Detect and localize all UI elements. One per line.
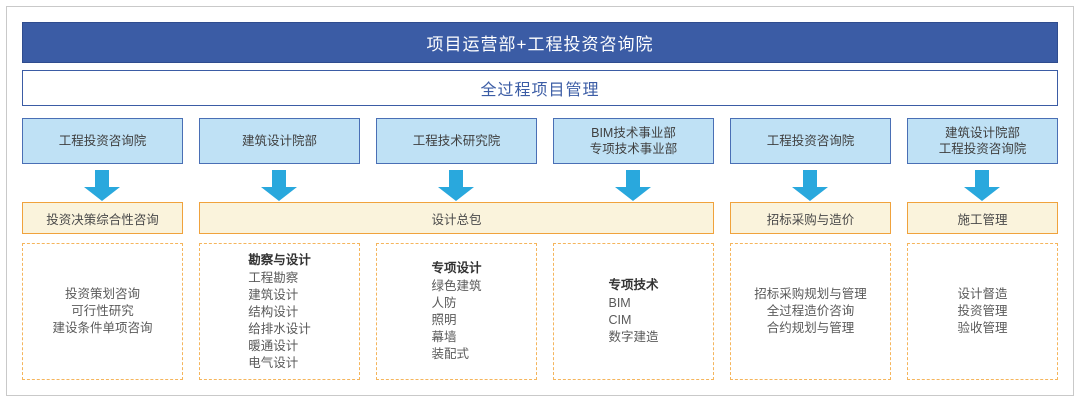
- arrow-down-icon-6: [962, 170, 1002, 202]
- arrow-down-icon-3: [436, 170, 476, 202]
- dept-box-2-line1: 建筑设计院部: [241, 134, 317, 148]
- detail-box-6-item-1: 设计督造: [957, 287, 1008, 301]
- phase-bar-procurement-cost[interactable]: 招标采购与造价: [730, 202, 891, 234]
- phase-bar-4-label: 施工管理: [957, 212, 1008, 227]
- arrow-down-icon-2: [259, 170, 299, 202]
- arrow-down-icon-5: [790, 170, 830, 202]
- detail-box-4-lines: 专项技术 BIM CIM 数字建造: [608, 277, 658, 346]
- phase-bar-3-label: 招标采购与造价: [766, 212, 855, 227]
- detail-box-3: 专项设计 绿色建筑 人防 照明 幕墙 装配式: [376, 243, 537, 380]
- detail-box-1: 投资策划咨询 可行性研究 建设条件单项咨询: [22, 243, 183, 380]
- detail-box-2: 勘察与设计 工程勘察 建筑设计 结构设计 给排水设计 暖通设计 电气设计: [199, 243, 360, 380]
- detail-box-2-item-2: 建筑设计: [248, 287, 299, 302]
- detail-box-4: 专项技术 BIM CIM 数字建造: [553, 243, 714, 380]
- phase-bar-design-general-contract[interactable]: 设计总包: [199, 202, 714, 234]
- detail-box-5-item-1: 招标采购规划与管理: [754, 287, 867, 301]
- detail-box-2-heading: 勘察与设计: [248, 252, 311, 267]
- detail-box-3-lines: 专项设计 绿色建筑 人防 照明 幕墙 装配式: [431, 260, 481, 363]
- dept-box-1[interactable]: 工程投资咨询院: [22, 118, 183, 164]
- detail-box-2-item-5: 暖通设计: [248, 338, 299, 353]
- detail-box-3-item-4: 幕墙: [431, 330, 457, 344]
- outer-frame: [6, 6, 1074, 396]
- detail-box-3-heading: 专项设计: [431, 261, 482, 275]
- dept-box-2[interactable]: 建筑设计院部: [199, 118, 360, 164]
- dept-box-4-line2: 专项技术事业部: [589, 142, 678, 156]
- chart-title-bar: 项目运营部+工程投资咨询院: [22, 22, 1058, 63]
- detail-box-5-item-3: 合约规划与管理: [766, 321, 855, 335]
- phase-bar-1-label: 投资决策综合性咨询: [46, 212, 159, 227]
- detail-box-2-lines: 勘察与设计 工程勘察 建筑设计 结构设计 给排水设计 暖通设计 电气设计: [248, 252, 311, 372]
- detail-box-2-item-3: 结构设计: [248, 304, 299, 319]
- chart-subtitle-bar: 全过程项目管理: [22, 70, 1058, 106]
- dept-box-6[interactable]: 建筑设计院部 工程投资咨询院: [907, 118, 1058, 164]
- detail-box-6-item-3: 验收管理: [957, 321, 1008, 335]
- arrow-down-icon-1: [82, 170, 122, 202]
- detail-box-3-item-2: 人防: [431, 296, 457, 310]
- detail-box-1-item-3: 建设条件单项咨询: [52, 321, 153, 335]
- detail-box-5: 招标采购规划与管理 全过程造价咨询 合约规划与管理: [730, 243, 891, 380]
- chart-subtitle-text: 全过程项目管理: [480, 82, 600, 99]
- detail-box-5-lines: 招标采购规划与管理 全过程造价咨询 合约规划与管理: [754, 286, 867, 337]
- detail-box-5-item-2: 全过程造价咨询: [766, 304, 855, 318]
- detail-box-6: 设计督造 投资管理 验收管理: [907, 243, 1058, 380]
- detail-box-2-item-1: 工程勘察: [248, 270, 299, 285]
- phase-bar-2-label: 设计总包: [431, 212, 482, 227]
- detail-box-1-item-1: 投资策划咨询: [64, 287, 140, 301]
- detail-box-2-item-4: 给排水设计: [248, 321, 311, 336]
- dept-box-4-line1: BIM技术事业部: [591, 126, 676, 140]
- detail-box-3-item-1: 绿色建筑: [431, 279, 482, 293]
- detail-box-3-item-5: 装配式: [431, 347, 469, 361]
- dept-box-6-line2: 工程投资咨询院: [938, 142, 1027, 156]
- detail-box-3-item-3: 照明: [431, 313, 457, 327]
- dept-box-6-line1: 建筑设计院部: [944, 126, 1020, 140]
- detail-box-6-lines: 设计督造 投资管理 验收管理: [957, 286, 1007, 337]
- phase-bar-construction-management[interactable]: 施工管理: [907, 202, 1058, 234]
- detail-box-4-item-1: BIM: [608, 296, 631, 310]
- detail-box-4-heading: 专项技术: [608, 278, 659, 292]
- detail-box-6-item-2: 投资管理: [957, 304, 1008, 318]
- detail-box-1-lines: 投资策划咨询 可行性研究 建设条件单项咨询: [52, 286, 152, 337]
- dept-box-4[interactable]: BIM技术事业部 专项技术事业部: [553, 118, 714, 164]
- dept-box-3[interactable]: 工程技术研究院: [376, 118, 537, 164]
- detail-box-4-item-2: CIM: [608, 313, 632, 327]
- dept-box-5-line1: 工程投资咨询院: [766, 134, 855, 148]
- detail-box-1-item-2: 可行性研究: [71, 304, 134, 318]
- chart-title-text: 项目运营部+工程投资咨询院: [426, 35, 654, 54]
- dept-box-1-line1: 工程投资咨询院: [58, 134, 147, 148]
- dept-box-5[interactable]: 工程投资咨询院: [730, 118, 891, 164]
- detail-box-4-item-3: 数字建造: [608, 330, 659, 344]
- dept-box-3-line1: 工程技术研究院: [412, 134, 501, 148]
- phase-bar-investment-decision[interactable]: 投资决策综合性咨询: [22, 202, 183, 234]
- detail-box-2-item-6: 电气设计: [248, 355, 299, 370]
- arrow-down-icon-4: [613, 170, 653, 202]
